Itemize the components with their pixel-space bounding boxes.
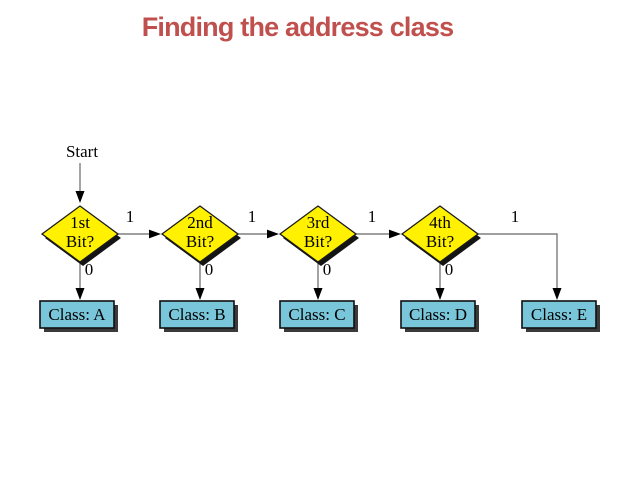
decision-label-1-line2: Bit? <box>65 232 95 251</box>
class-label-a: Class: A <box>48 305 106 324</box>
decision-label-4: 4th Bit? <box>402 213 478 251</box>
start-label: Start <box>65 142 99 161</box>
class-box-d <box>400 300 479 332</box>
branch-one-arrow-4 <box>478 233 562 300</box>
decision-label-1: 1st Bit? <box>42 213 118 251</box>
branch-one-label-1: 1 <box>125 207 135 226</box>
branch-zero-label-4: 0 <box>444 260 454 279</box>
branch-zero-label-3: 0 <box>322 260 332 279</box>
class-box-b <box>159 300 238 332</box>
class-box-c <box>279 300 358 332</box>
class-label-b: Class: B <box>168 305 226 324</box>
branch-one-arrow-1 <box>118 229 161 239</box>
branch-one-arrow-2 <box>238 229 279 239</box>
class-label-d: Class: D <box>408 305 468 324</box>
decision-diamond-2 <box>160 205 241 266</box>
branch-zero-arrow-4 <box>435 262 445 300</box>
branch-zero-arrow-2 <box>195 262 205 300</box>
branch-one-label-2: 1 <box>247 207 257 226</box>
branch-zero-label-1: 0 <box>84 260 94 279</box>
decision-label-2-line2: Bit? <box>185 232 215 251</box>
decision-label-1-line1: 1st <box>70 213 90 232</box>
decision-diamond-4 <box>400 205 481 266</box>
branch-one-label-3: 1 <box>367 207 377 226</box>
decision-diamond-3 <box>278 205 359 266</box>
start-arrow <box>75 163 85 203</box>
class-label-c: Class: C <box>288 305 346 324</box>
class-box-e <box>521 300 600 332</box>
page-title: Finding the address class <box>141 12 454 42</box>
decision-label-3-line1: 3rd <box>306 213 330 232</box>
decision-label-3: 3rd Bit? <box>280 213 356 251</box>
decision-label-4-line2: Bit? <box>425 232 455 251</box>
branch-zero-arrow-1 <box>75 262 85 300</box>
decision-diamond-1 <box>40 205 121 266</box>
decision-label-2: 2nd Bit? <box>162 213 238 251</box>
branch-zero-label-2: 0 <box>204 260 214 279</box>
decision-label-4-line1: 4th <box>429 213 451 232</box>
branch-zero-arrow-3 <box>313 262 323 300</box>
branch-one-label-4: 1 <box>510 207 520 226</box>
decision-label-2-line1: 2nd <box>187 213 213 232</box>
class-label-e: Class: E <box>530 305 588 324</box>
decision-label-3-line2: Bit? <box>303 232 333 251</box>
class-box-a <box>39 300 118 332</box>
branch-one-arrow-3 <box>356 229 401 239</box>
